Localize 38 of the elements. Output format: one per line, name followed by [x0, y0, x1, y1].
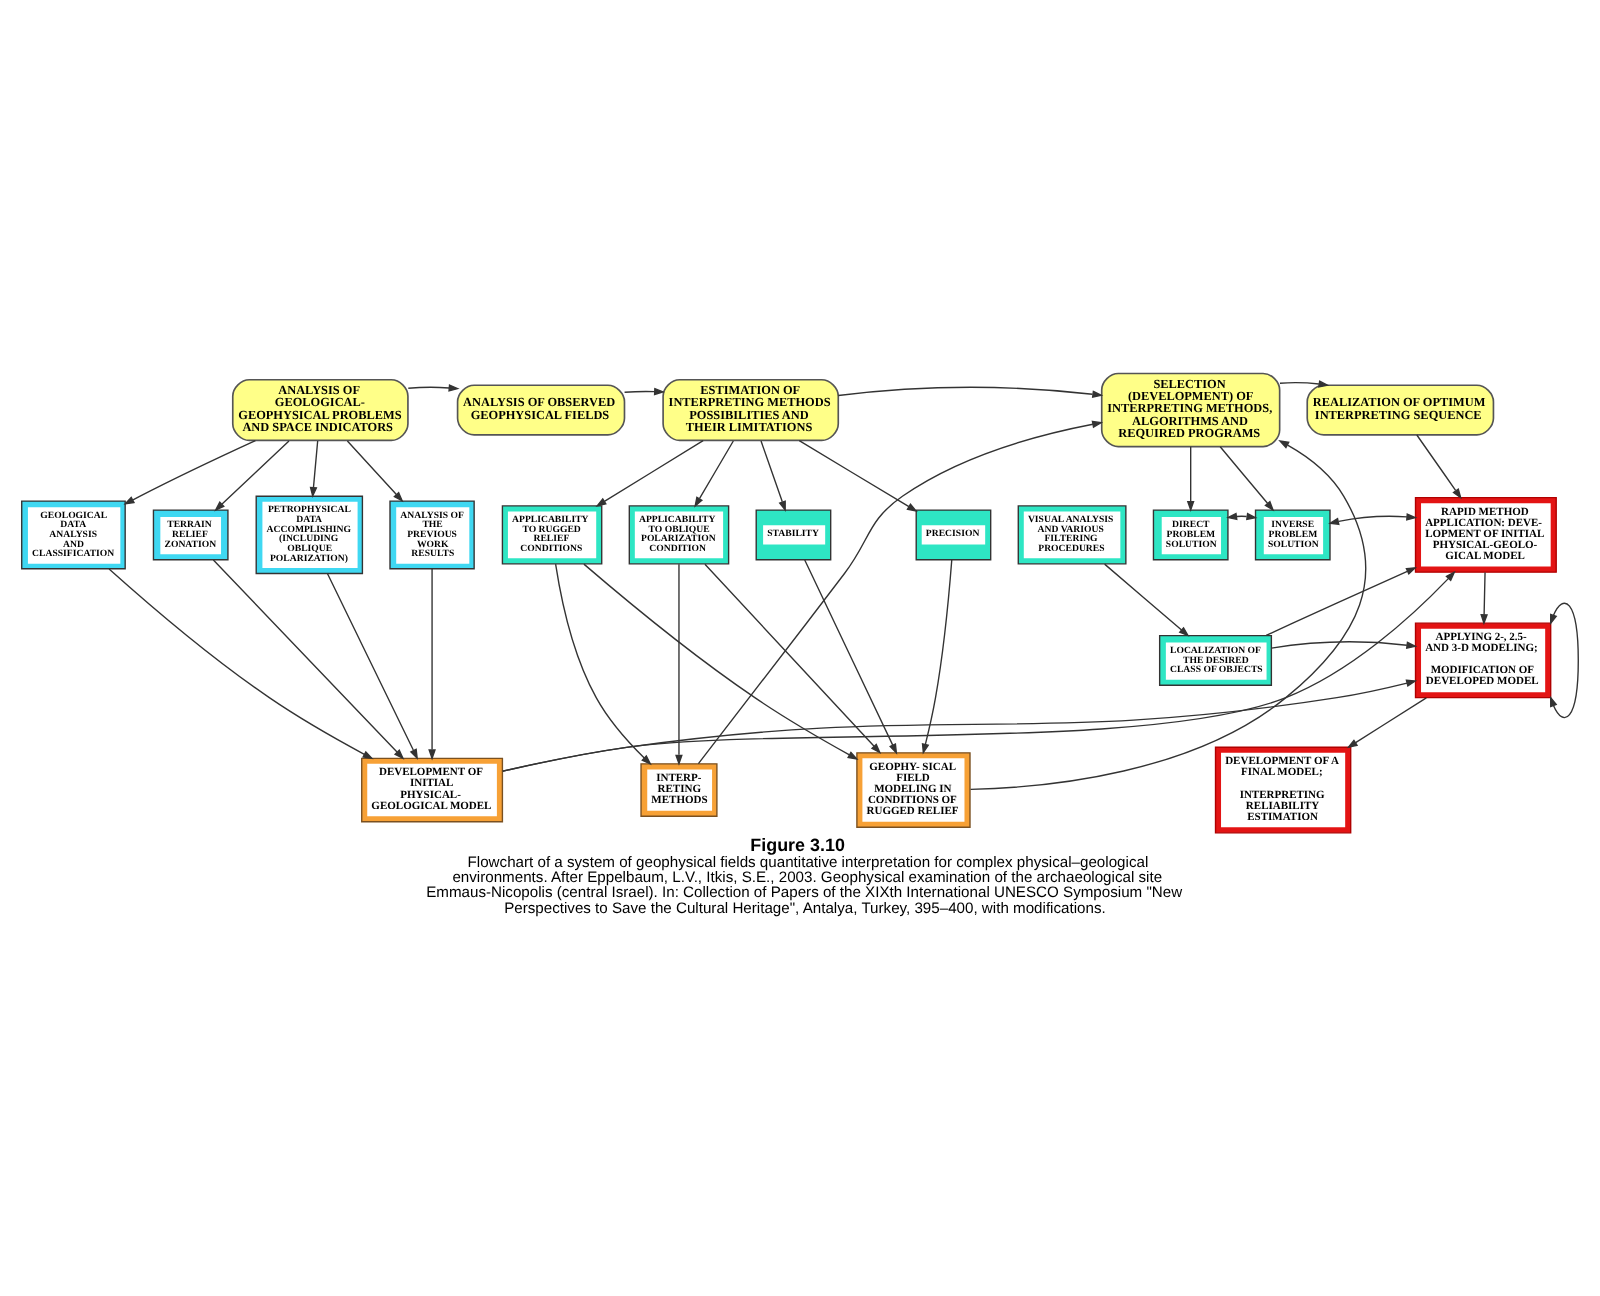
arrow — [1186, 446, 1195, 512]
arrow — [595, 440, 704, 507]
arrow — [623, 387, 666, 396]
arrow — [1219, 446, 1275, 512]
arrow — [704, 563, 882, 754]
arrow — [309, 440, 319, 498]
arrow — [697, 420, 1104, 765]
arrow — [837, 386, 1104, 399]
arrow — [804, 559, 898, 755]
diagram-title: Figure 3.10 — [750, 835, 845, 856]
arrow — [214, 440, 290, 512]
arrow — [1279, 380, 1330, 388]
arrow — [583, 563, 859, 760]
arrow — [1550, 602, 1579, 719]
arrow — [1103, 563, 1190, 637]
arrow — [1416, 434, 1462, 500]
arrow — [969, 440, 1367, 791]
arrow — [554, 563, 652, 766]
arrow — [1270, 641, 1418, 649]
arrow — [1480, 571, 1488, 626]
caption: Flowchart of a system of geophysical fields quantitative interpretation for complex physical–geological environments. After Eppelbaum, L.V., Itkis, S.E., 2003. Geophysical examination of the archaeological site Emmaus-Nicopolis (central Israel). In: Collection of Papers of the XIXth International UNESCO Symposium "New Perspectives to Save the Cultural Heritage", Antalya, Turkey, 395–400, with modifications. — [426, 853, 1183, 917]
arrow — [407, 384, 460, 392]
arrow — [760, 440, 786, 512]
arrow — [798, 440, 918, 513]
arrow — [921, 559, 953, 755]
arrow — [502, 679, 1418, 772]
arrow — [675, 563, 683, 766]
arrow — [108, 568, 374, 760]
arrow — [1265, 567, 1418, 637]
arrow — [428, 568, 436, 761]
arrow — [694, 440, 734, 508]
arrow — [1346, 697, 1427, 749]
arrow — [502, 570, 1456, 772]
arrow — [123, 439, 257, 505]
arrow — [212, 559, 405, 760]
arrow — [346, 440, 404, 503]
arrow — [326, 572, 419, 760]
arrow — [1328, 512, 1418, 526]
